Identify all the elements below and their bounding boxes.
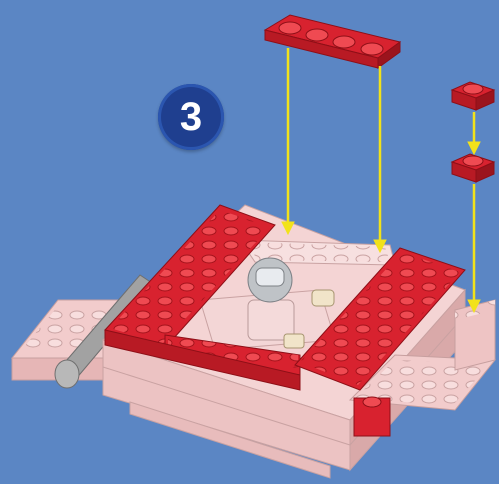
step-number: 3 <box>179 95 203 139</box>
red-frame <box>104 204 466 391</box>
red-plate-1x1-top <box>450 81 496 111</box>
step-number-badge: 3 <box>158 84 224 150</box>
minifigure <box>247 257 335 349</box>
red-plate-1x4 <box>263 14 402 69</box>
red-plate-1x1-bottom <box>450 153 496 183</box>
placement-arrows <box>281 48 481 314</box>
right-ledge <box>348 299 497 437</box>
